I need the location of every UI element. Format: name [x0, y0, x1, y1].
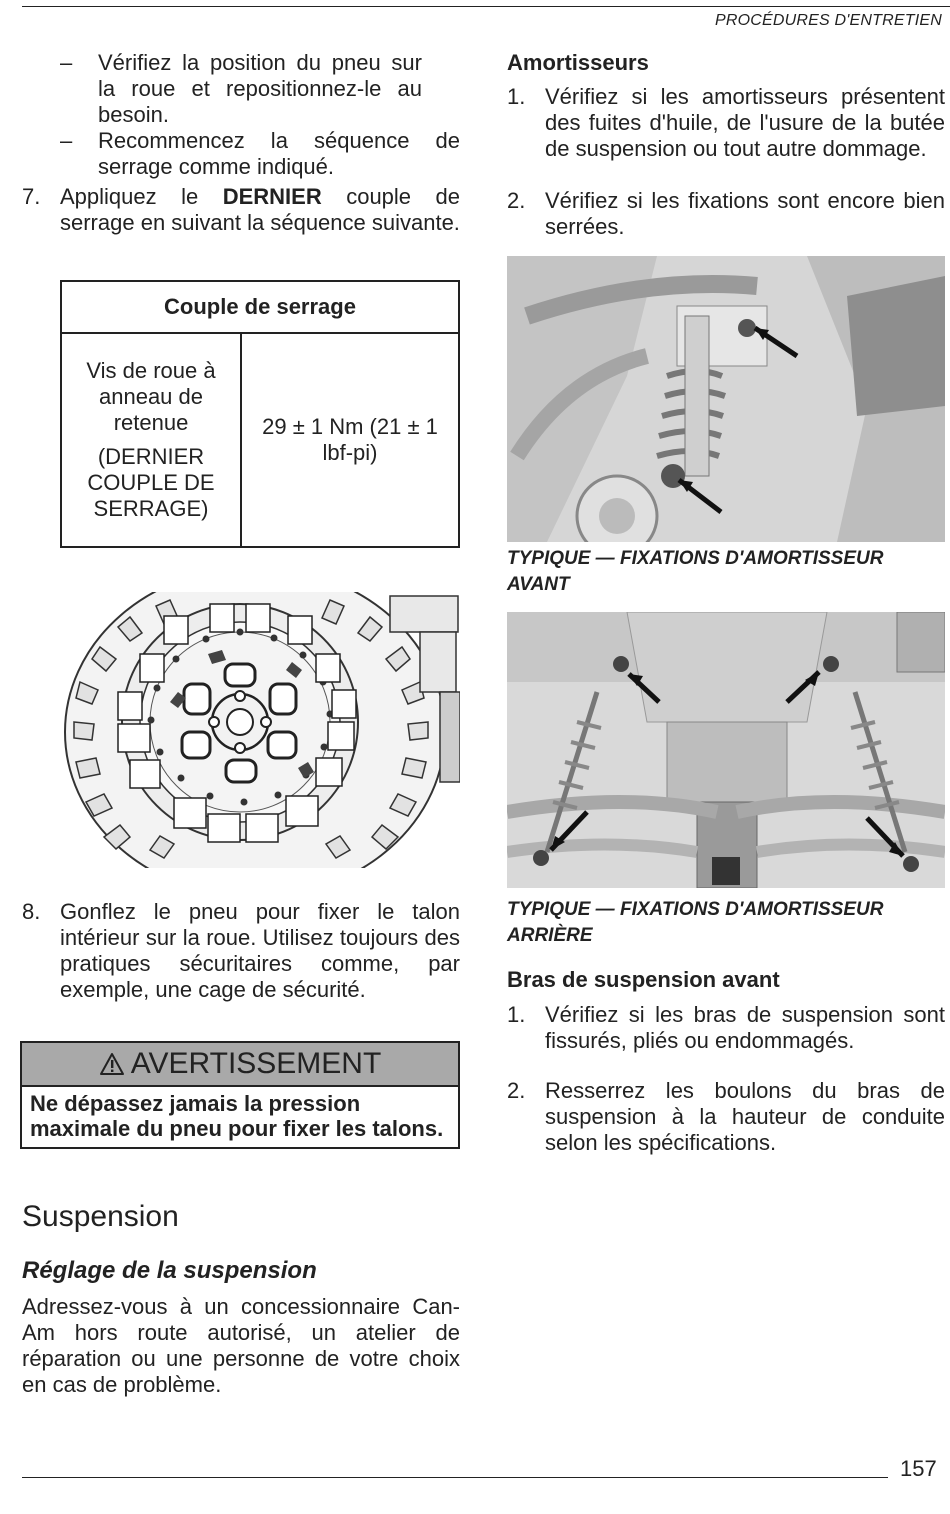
subsection-title: Réglage de la suspension — [22, 1257, 317, 1284]
shocks-step-1: 1. Vérifiez si les amortisseurs présente… — [507, 84, 945, 161]
wheel-illustration — [60, 592, 460, 868]
torque-label-note: (DERNIER COUPLE DE SERRAGE) — [87, 444, 215, 521]
step-number: 1. — [507, 84, 526, 109]
dash-list-item: – Vérifiez la position du pneu sur la ro… — [60, 50, 422, 127]
page-number: 157 — [900, 1456, 937, 1481]
arms-title: Bras de suspension avant — [507, 967, 780, 992]
footer-rule — [22, 1477, 888, 1478]
arms-step-1: 1. Vérifiez si les bras de suspension so… — [507, 1002, 945, 1053]
emphasis-text: DERNIER — [222, 184, 322, 209]
shocks-title: Amortisseurs — [507, 50, 649, 75]
left-column: – Vérifiez la position du pneu sur la ro… — [22, 50, 460, 236]
front-shock-caption: TYPIQUE — FIXATIONS D'AMORTISSEUR AVANT — [507, 548, 884, 595]
rear-shock-photo — [507, 612, 945, 888]
warning-text: Ne dépassez jamais la pression maximale … — [30, 1091, 444, 1141]
step-number: 2. — [507, 188, 526, 213]
torque-table-header: Couple de serrage — [60, 280, 460, 334]
warning-title: AVERTISSEMENT — [130, 1047, 382, 1080]
shocks-step-2: 2. Vérifiez si les fixations sont encore… — [507, 188, 945, 239]
warning-header: AVERTISSEMENT — [22, 1043, 458, 1087]
step-8: 8. Gonflez le pneu pour fixer le talon i… — [22, 899, 460, 1002]
front-shock-photo — [507, 256, 945, 542]
torque-label: Vis de roue à anneau de retenue — [86, 358, 216, 435]
dash-list-item: – Recommencez la séquence de serrage com… — [60, 128, 460, 179]
arms-step-2: 2. Resserrez les boulons du bras de susp… — [507, 1078, 945, 1155]
step-number: 2. — [507, 1078, 526, 1103]
step-number: 7. — [22, 184, 41, 209]
step-7: 7. Appliquez le DERNIER couple de serrag… — [22, 184, 460, 235]
torque-table-label-cell: Vis de roue à anneau de retenue (DERNIER… — [60, 332, 242, 548]
dash-item-text: Vérifiez la position du pneu sur la roue… — [98, 50, 422, 127]
suspension-paragraph: Adressez-vous à un concessionnaire Can-A… — [22, 1294, 460, 1397]
torque-table: Couple de serrage Vis de roue à anneau d… — [60, 280, 460, 548]
wheel-tightening-sequence-diagram — [60, 592, 460, 868]
torque-value: 29 ± 1 Nm (21 ± 1 lbf-pi) — [240, 332, 460, 548]
rear-shock-caption: TYPIQUE — FIXATIONS D'AMORTISSEUR ARRIÈR… — [507, 899, 884, 946]
section-title: Suspension — [22, 1200, 179, 1233]
step-number: 1. — [507, 1002, 526, 1027]
warning-triangle-icon — [99, 1053, 124, 1075]
warning-box: AVERTISSEMENT Ne dépassez jamais la pres… — [20, 1041, 460, 1149]
running-header: PROCÉDURES D'ENTRETIEN — [714, 12, 942, 29]
header-rule — [22, 6, 950, 7]
step-number: 8. — [22, 899, 41, 924]
dash-item-text: Recommencez la séquence de serrage comme… — [98, 128, 460, 179]
